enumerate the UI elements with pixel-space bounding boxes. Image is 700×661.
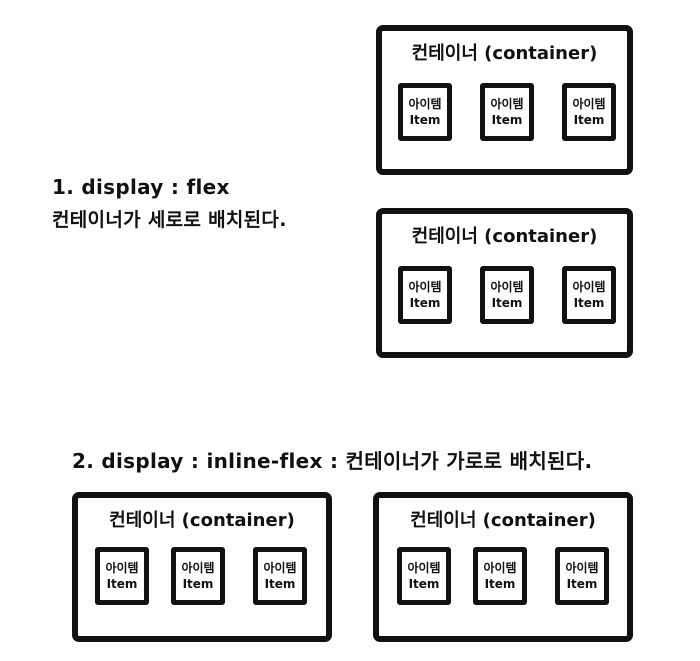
item-sublabel: Item — [182, 577, 214, 591]
item-label: 아이템 — [263, 561, 297, 575]
item-sublabel: Item — [491, 113, 523, 127]
item-label: 아이템 — [181, 561, 215, 575]
item-box: 아이템 Item — [480, 266, 534, 324]
item-sublabel: Item — [573, 113, 605, 127]
item-box: 아이템 Item — [397, 547, 451, 605]
container-box: 컨테이너 (container) 아이템 Item 아이템 Item 아이템 I… — [72, 492, 332, 642]
item-box: 아이템 Item — [398, 83, 452, 141]
container-box: 컨테이너 (container) 아이템 Item 아이템 Item 아이템 I… — [376, 25, 633, 175]
item-sublabel: Item — [409, 296, 441, 310]
container-box: 컨테이너 (container) 아이템 Item 아이템 Item 아이템 I… — [373, 492, 633, 642]
item-box: 아이템 Item — [555, 547, 609, 605]
item-box: 아이템 Item — [562, 83, 616, 141]
container-title: 컨테이너 (container) — [411, 43, 598, 64]
item-sublabel: Item — [408, 577, 440, 591]
item-label: 아이템 — [408, 97, 442, 111]
container-title: 컨테이너 (container) — [109, 510, 295, 531]
item-label: 아이템 — [572, 97, 606, 111]
item-box: 아이템 Item — [473, 547, 527, 605]
item-box: 아이템 Item — [253, 547, 307, 605]
item-box: 아이템 Item — [95, 547, 149, 605]
item-box: 아이템 Item — [480, 83, 534, 141]
item-sublabel: Item — [264, 577, 296, 591]
item-label: 아이템 — [408, 280, 442, 294]
item-box: 아이템 Item — [398, 266, 452, 324]
item-label: 아이템 — [105, 561, 139, 575]
item-sublabel: Item — [409, 113, 441, 127]
container-box: 컨테이너 (container) 아이템 Item 아이템 Item 아이템 I… — [376, 208, 633, 358]
section2-title: 2. display : inline-flex : 컨테이너가 가로로 배치된… — [72, 449, 593, 473]
item-label: 아이템 — [407, 561, 441, 575]
container-title: 컨테이너 (container) — [411, 226, 598, 247]
item-sublabel: Item — [491, 296, 523, 310]
item-sublabel: Item — [566, 577, 598, 591]
item-label: 아이템 — [572, 280, 606, 294]
item-label: 아이템 — [483, 561, 517, 575]
item-sublabel: Item — [106, 577, 138, 591]
section1-title: 1. display : flex — [52, 175, 230, 199]
item-box: 아이템 Item — [562, 266, 616, 324]
item-label: 아이템 — [565, 561, 599, 575]
item-label: 아이템 — [490, 97, 524, 111]
item-sublabel: Item — [484, 577, 516, 591]
container-title: 컨테이너 (container) — [410, 510, 596, 531]
item-sublabel: Item — [573, 296, 605, 310]
item-box: 아이템 Item — [171, 547, 225, 605]
item-label: 아이템 — [490, 280, 524, 294]
section1-description: 컨테이너가 세로로 배치된다. — [52, 209, 287, 231]
